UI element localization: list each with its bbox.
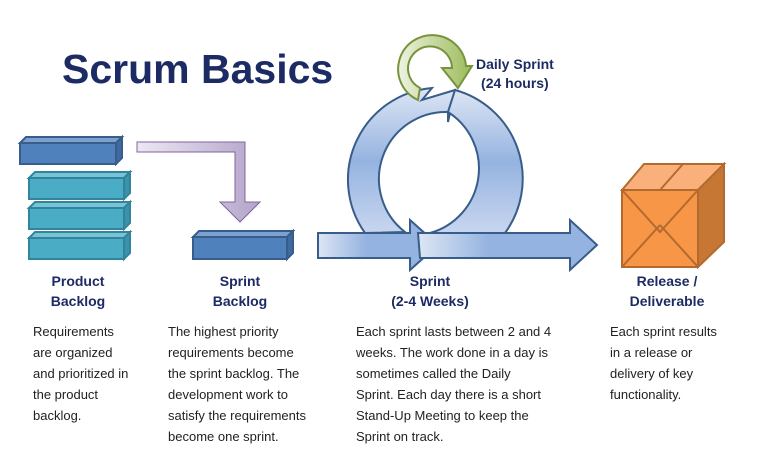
sprint-backlog-label: Sprint Backlog: [190, 271, 290, 311]
label-line: (2-4 Weeks): [391, 293, 469, 309]
desc-line: The highest priority: [168, 324, 279, 339]
desc-line: weeks. The work done in a day is: [356, 345, 548, 360]
desc-line: and prioritized in: [33, 366, 129, 381]
product-backlog-description: Requirements are organized and prioritiz…: [33, 321, 128, 426]
release-label: Release / Deliverable: [612, 271, 722, 311]
label-line: Release /: [636, 273, 698, 289]
desc-line: delivery of key: [610, 366, 694, 381]
desc-line: Sprint on track.: [356, 429, 444, 444]
desc-line: functionality.: [610, 387, 682, 402]
backlog-to-sprint-arrow: [136, 141, 262, 223]
sprint-label: Sprint (2-4 Weeks): [370, 271, 490, 311]
desc-line: Sprint. Each day there is a short: [356, 387, 541, 402]
product-backlog-label: Product Backlog: [28, 271, 128, 311]
desc-line: Each sprint results: [610, 324, 717, 339]
desc-line: are organized: [33, 345, 113, 360]
desc-line: requirements become: [168, 345, 294, 360]
label-line: Product: [51, 273, 105, 289]
product-backlog-icon: [17, 134, 133, 262]
daily-sprint-line2: (24 hours): [481, 75, 549, 91]
release-description: Each sprint results in a release or deli…: [610, 321, 717, 405]
label-line: Backlog: [212, 293, 268, 309]
desc-line: Requirements: [33, 324, 114, 339]
desc-line: in a release or: [610, 345, 693, 360]
sprint-backlog-description: The highest priority requirements become…: [168, 321, 306, 447]
label-line: Backlog: [50, 293, 106, 309]
daily-sprint-cycle-icon: [397, 34, 474, 102]
desc-line: the sprint backlog. The: [168, 366, 300, 381]
desc-line: backlog.: [33, 408, 82, 423]
desc-line: satisfy the requirements: [168, 408, 307, 423]
desc-line: Each sprint lasts between 2 and 4: [356, 324, 552, 339]
label-line: Sprint: [219, 273, 261, 289]
daily-sprint-line1: Daily Sprint: [476, 56, 554, 72]
desc-line: sometimes called the Daily: [356, 366, 511, 381]
label-line: Deliverable: [629, 293, 705, 309]
sprint-description: Each sprint lasts between 2 and 4 weeks.…: [356, 321, 551, 447]
page-title: Scrum Basics: [62, 46, 334, 92]
sprint-cycle-icon: [317, 86, 599, 273]
label-line: Sprint: [409, 273, 451, 289]
desc-line: become one sprint.: [168, 429, 279, 444]
desc-line: development work to: [168, 387, 288, 402]
desc-line: the product: [33, 387, 99, 402]
daily-sprint-label: Daily Sprint (24 hours): [476, 55, 554, 93]
release-package-icon: [619, 161, 727, 270]
sprint-backlog-icon: [190, 228, 296, 262]
desc-line: Stand-Up Meeting to keep the: [356, 408, 529, 423]
